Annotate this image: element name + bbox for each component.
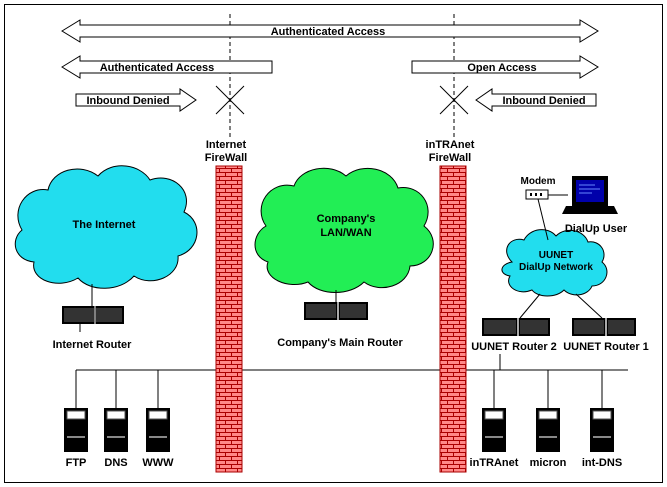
inbound-denied-label-left: Inbound Denied [86, 95, 169, 107]
internet-firewall-label-line1: Internet [206, 139, 247, 151]
uunet-cloud-label-line2: DialUp Network [519, 262, 593, 273]
company-lan-cloud: Company's LAN/WAN [254, 167, 434, 293]
main-router-icon: Company's Main Router [277, 302, 403, 349]
company-lan-cloud-label-line2: LAN/WAN [320, 227, 371, 239]
uunet-router1-link [575, 293, 603, 319]
www-server-label: WWW [142, 457, 174, 469]
intranet-server-label: inTRAnet [470, 457, 519, 469]
uunet-cloud: UUNET DialUp Network [501, 229, 608, 297]
open-access-label: Open Access [467, 62, 536, 74]
authenticated-access-arrow-left: Authenticated Access [61, 55, 273, 79]
authenticated-access-arrow-top: Authenticated Access [61, 19, 599, 43]
uunet-router2-label: UUNET Router 2 [471, 341, 557, 353]
laptop-icon: DialUp User [562, 176, 628, 235]
uunet-router2-link [519, 293, 541, 319]
micron-server-label: micron [530, 457, 567, 469]
modem-cloud-link [537, 198, 549, 241]
blocked-x-icon-left [215, 85, 245, 115]
internet-firewall-label-line2: FireWall [205, 152, 247, 164]
inbound-denied-arrow-left: Inbound Denied [75, 88, 197, 112]
uunet-cloud-label-line1: UUNET [539, 250, 573, 261]
blocked-x-icon-right [439, 85, 469, 115]
intranet-firewall-wall [439, 165, 467, 473]
open-access-arrow: Open Access [411, 55, 599, 79]
inbound-denied-arrow-right: Inbound Denied [475, 88, 597, 112]
int-dns-server-label: int-DNS [582, 457, 622, 469]
main-router-label: Company's Main Router [277, 337, 403, 349]
micron-server-icon: micron [530, 408, 567, 469]
dns-server-icon: DNS [104, 408, 128, 469]
ftp-server-icon: FTP [64, 408, 88, 469]
dns-server-label: DNS [104, 457, 127, 469]
uunet-router1-icon: UUNET Router 1 [563, 318, 649, 353]
intranet-firewall-label-line2: FireWall [429, 152, 471, 164]
intranet-firewall-label-line1: inTRAnet [426, 139, 475, 151]
internet-router-label: Internet Router [53, 339, 133, 351]
uunet-router2-icon: UUNET Router 2 [471, 318, 557, 353]
int-dns-server-icon: int-DNS [582, 408, 622, 469]
authenticated-access-label-left: Authenticated Access [100, 62, 215, 74]
uunet-router1-label: UUNET Router 1 [563, 341, 649, 353]
inbound-denied-label-right: Inbound Denied [502, 95, 585, 107]
internet-firewall-wall [215, 165, 243, 473]
www-server-icon: WWW [142, 408, 174, 469]
authenticated-access-label-top: Authenticated Access [271, 26, 386, 38]
company-lan-cloud-label-line1: Company's [317, 213, 376, 225]
modem-label: Modem [521, 176, 556, 187]
internet-cloud: The Internet [14, 165, 198, 289]
ftp-server-label: FTP [66, 457, 87, 469]
intranet-server-icon: inTRAnet [470, 408, 519, 469]
internet-cloud-label: The Internet [73, 219, 136, 231]
internet-router-icon: Internet Router [53, 306, 133, 351]
dialup-user-label: DialUp User [565, 223, 628, 235]
